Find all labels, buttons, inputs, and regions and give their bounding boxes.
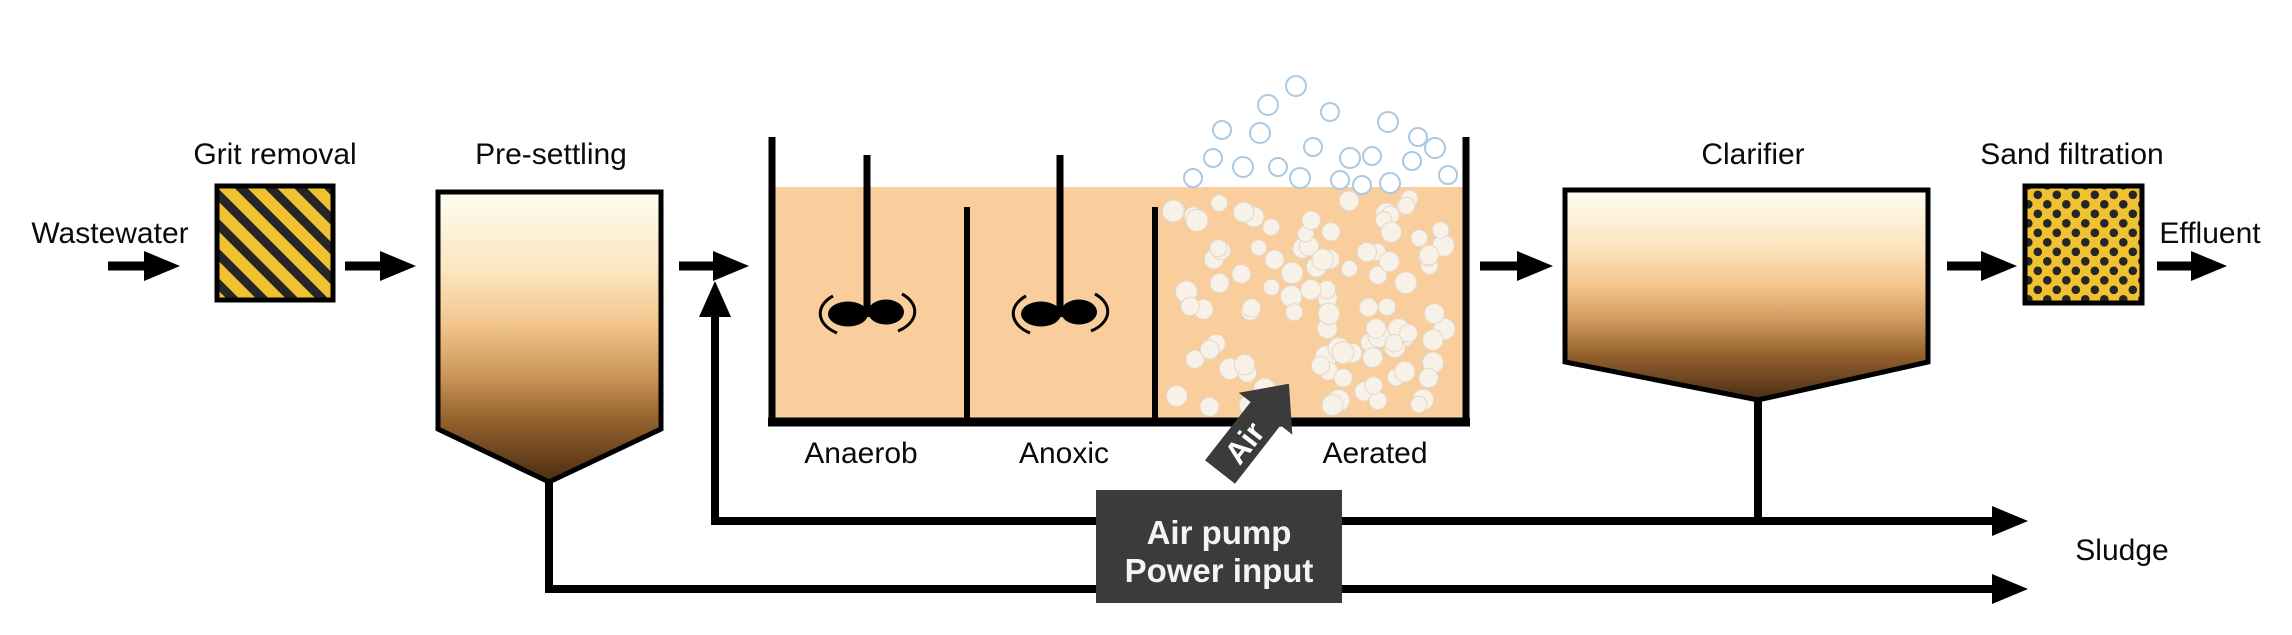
recycle-up-arrowhead <box>699 281 731 317</box>
clarifier-label: Clarifier <box>1701 138 1804 171</box>
sludge-arrowhead-upper <box>1992 506 2028 536</box>
aeration-bubbles-escaping <box>1183 75 1458 195</box>
flow-arrow-grit-to-presettling <box>345 251 416 281</box>
zone-aerated-label: Aerated <box>1322 437 1427 470</box>
zone-anaerob-label: Anaerob <box>804 437 917 470</box>
zone-anoxic-label: Anoxic <box>1019 437 1109 470</box>
wastewater-label: Wastewater <box>31 217 188 250</box>
clarifier-tank <box>1562 187 1931 403</box>
flow-arrow-wastewater-to-grit <box>108 251 180 281</box>
pre-settling-tank <box>435 189 664 485</box>
effluent-label: Effluent <box>2159 217 2261 250</box>
aeration-bubbles-in-liquid <box>1161 189 1456 417</box>
flow-arrow-presettling-to-bioreactor <box>679 251 749 281</box>
flow-arrow-bioreactor-to-clarifier <box>1480 251 1553 281</box>
return-sludge-pipe <box>711 308 1994 525</box>
grit-removal-unit <box>214 183 336 303</box>
sludge-arrowhead-lower <box>1992 574 2028 604</box>
air-pump-label-line1: Air pump <box>1147 514 1292 551</box>
sand-filtration-unit <box>2022 183 2145 306</box>
pre-settling-label: Pre-settling <box>475 138 627 171</box>
sand-filtration-label: Sand filtration <box>1980 138 2163 171</box>
primary-sludge-pipe <box>545 480 1994 593</box>
air-pump-box <box>1096 490 1342 603</box>
air-inflow-arrow: Air <box>1205 383 1293 484</box>
grit-removal-label: Grit removal <box>193 138 356 171</box>
sludge-label: Sludge <box>2075 534 2168 567</box>
flow-arrow-effluent-out <box>2157 251 2227 281</box>
air-pump-label-line2: Power input <box>1125 552 1314 589</box>
flow-arrow-clarifier-to-sand <box>1947 251 2017 281</box>
